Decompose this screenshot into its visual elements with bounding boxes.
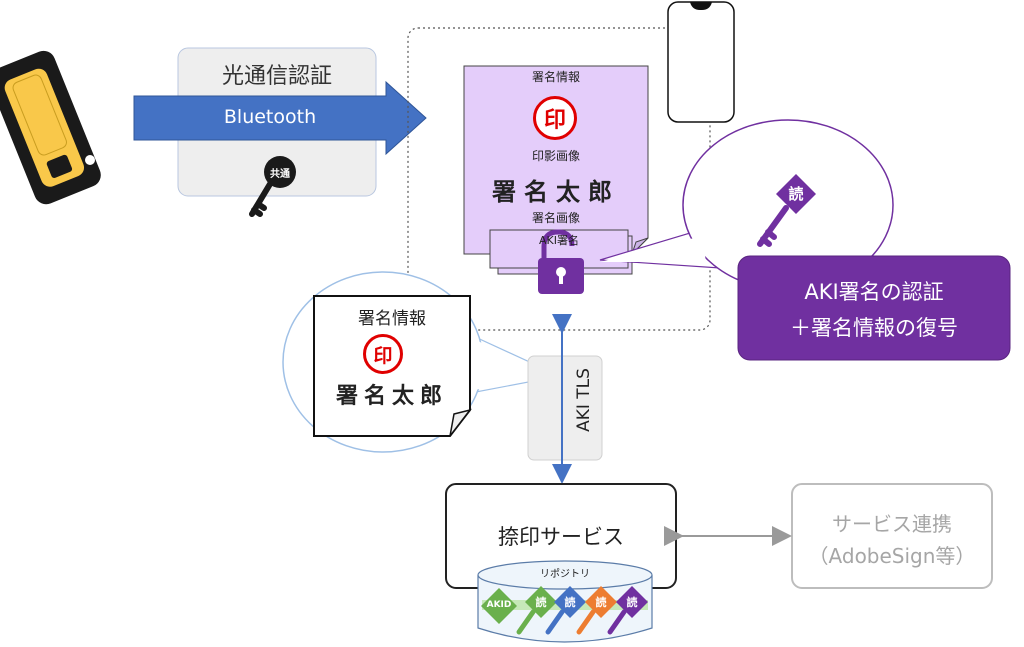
callout-seal-stamp-icon: 印: [363, 334, 403, 374]
common-key-icon: [249, 156, 296, 217]
tls-label: AKI TLS: [574, 368, 594, 432]
hardware-token-icon: [0, 50, 101, 205]
auth-line-1: AKI署名の認証: [804, 280, 944, 304]
repo-key-green-label: 読: [535, 596, 547, 609]
service-link-box: [791, 483, 993, 589]
stamp-image-caption: 印影画像: [531, 149, 580, 163]
signature-image-caption: 署名画像: [531, 211, 580, 225]
bluetooth-label: Bluetooth: [223, 106, 317, 128]
unlocked-padlock-icon: [538, 229, 584, 294]
bluetooth-arrow: [133, 80, 427, 156]
repo-key-purple-icon: [607, 586, 648, 635]
callout-doc-header: 署名情報: [358, 309, 426, 329]
service-link-line-2: （AdobeSign等）: [808, 544, 976, 568]
service-link-line-1: サービス連携: [832, 512, 952, 536]
auth-decrypt-box: [737, 255, 1011, 361]
aki-signature-tab-label: AKI署名: [539, 234, 579, 247]
repo-key-orange-label: 読: [595, 596, 607, 609]
optical-auth-title: 光通信認証: [221, 64, 332, 89]
signer-name: 署名太郎: [492, 178, 620, 206]
repository-label: リポジトリ: [540, 569, 590, 580]
auth-line-2: ＋署名情報の復号: [790, 316, 958, 340]
repo-key-orange-icon: [576, 586, 617, 635]
repo-key-akid-icon: [481, 588, 517, 624]
repo-key-purple-label: 読: [626, 596, 638, 609]
repo-key-blue-icon: [545, 586, 586, 635]
callout-signer-name: 署名太郎: [335, 384, 448, 409]
repo-key-akid-label: AKID: [486, 600, 512, 610]
repo-key-green-icon: [516, 586, 557, 635]
read-key-icon: [757, 174, 816, 247]
common-key-badge: 共通: [270, 169, 290, 180]
repo-key-blue-label: 読: [564, 596, 576, 609]
signature-doc-header: 署名情報: [531, 70, 580, 84]
seal-stamp-icon: 印: [533, 96, 577, 140]
read-key-badge: 読: [788, 185, 804, 203]
stamp-service-title: 捺印サービス: [498, 525, 624, 549]
smartphone-icon: [667, 1, 735, 123]
